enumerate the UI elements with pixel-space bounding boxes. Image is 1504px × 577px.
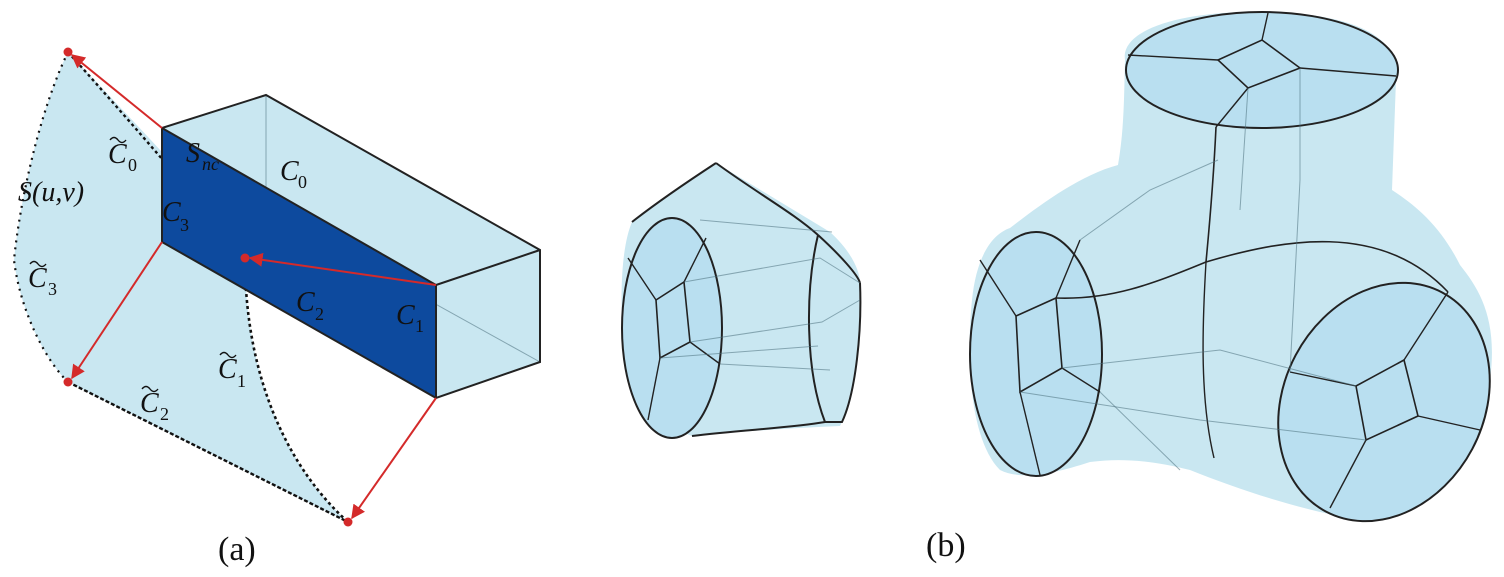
tee-seam: [1205, 240, 1449, 293]
elbow-back-rim: [817, 234, 861, 284]
arrow-projection: [71, 241, 163, 380]
label-c1-tilde: C 1: [218, 351, 246, 391]
svg-text:C: C: [396, 300, 415, 331]
corner-dot: [240, 253, 250, 263]
caption-b: (b): [926, 527, 966, 564]
label-c3-tilde: C 3: [28, 260, 57, 299]
svg-text:2: 2: [160, 404, 169, 424]
panel-b-elbow: [621, 162, 862, 439]
box-top-face: [162, 95, 540, 285]
corner-dot: [343, 517, 353, 527]
tee-left-disc: [970, 232, 1102, 476]
svg-text:0: 0: [128, 155, 137, 175]
tee-seam: [1202, 261, 1215, 459]
label-c2: C 2: [296, 287, 324, 324]
svg-text:C: C: [28, 263, 47, 294]
curve-c1-tilde: [243, 257, 349, 523]
panel-b-tee: [969, 11, 1492, 523]
elbow-edge: [715, 162, 819, 236]
svg-text:C: C: [162, 197, 181, 228]
svg-text:C: C: [296, 287, 315, 318]
tee-right-rim: [1277, 281, 1491, 523]
label-c0: C 0: [280, 156, 307, 192]
label-s-uv: S(u,v): [18, 177, 84, 208]
label-c3-prime: C 3: [162, 197, 189, 235]
tee-top-rim: [1125, 11, 1399, 129]
label-c2-tilde: C 2: [140, 385, 169, 424]
svg-text:1: 1: [237, 371, 246, 391]
elbow-back-rim: [825, 282, 862, 423]
box-edge: [161, 127, 437, 286]
svg-text:nc: nc: [202, 154, 219, 174]
caption-a: (a): [218, 531, 256, 568]
label-c0-tilde: C 0: [108, 136, 137, 175]
corner-dot: [63, 47, 73, 57]
label-s-nc: S nc: [186, 138, 219, 174]
svg-text:1: 1: [415, 316, 424, 336]
curve-c2-tilde: [67, 380, 349, 524]
elbow-edge: [691, 421, 826, 437]
surface-s-uv: [14, 52, 348, 522]
label-c1: C 1: [396, 300, 424, 336]
corner-dot: [63, 377, 73, 387]
svg-text:C: C: [140, 388, 159, 419]
elbow-edge: [631, 162, 717, 223]
box-edge: [161, 241, 437, 399]
svg-text:S: S: [186, 138, 200, 169]
svg-text:C: C: [218, 354, 237, 385]
tee-left-rim: [969, 231, 1103, 477]
curve-c0-tilde: [67, 51, 246, 259]
svg-text:0: 0: [298, 172, 307, 192]
arrow-projection: [248, 252, 437, 286]
svg-text:3: 3: [48, 279, 57, 299]
tee-seam: [1205, 126, 1217, 263]
elbow-back-rim: [808, 234, 826, 423]
svg-text:3: 3: [180, 215, 189, 235]
elbow-front-rim: [621, 217, 723, 439]
svg-text:C: C: [280, 156, 299, 187]
svg-text:2: 2: [315, 304, 324, 324]
panel-a: C 0 S nc C 0 S(u,v) C 3 C 3 C 2 C 1: [12, 47, 541, 568]
arrow-projection: [70, 54, 163, 129]
box-end-face: [436, 250, 540, 398]
arrow-projection: [351, 397, 437, 520]
svg-text:C: C: [108, 139, 127, 170]
tee-top-disc: [1126, 12, 1398, 128]
tee-seam: [1055, 261, 1207, 299]
elbow-front-disc: [622, 218, 722, 438]
tee-right-disc: [1278, 282, 1490, 522]
face-s-nc: [162, 128, 436, 398]
